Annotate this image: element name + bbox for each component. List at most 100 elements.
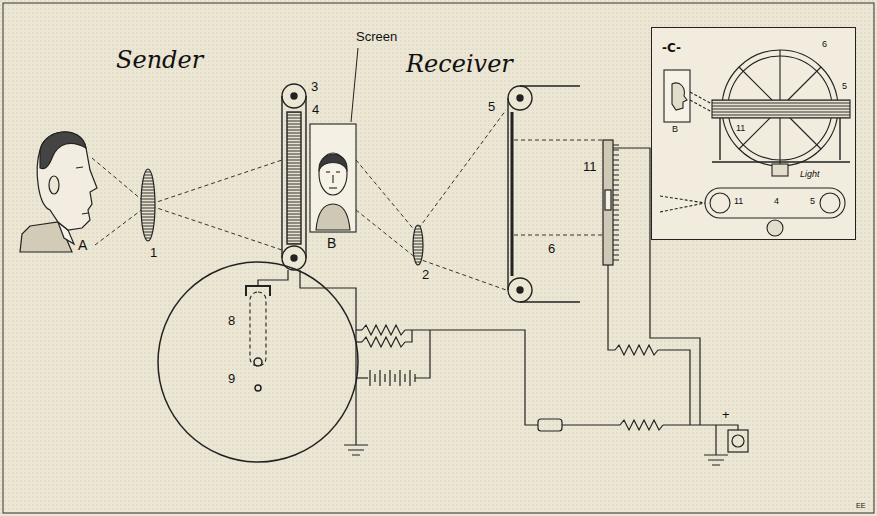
subject-face: [20, 132, 97, 252]
ground-symbol: [704, 455, 728, 465]
wire: [608, 265, 615, 350]
wire: [300, 270, 356, 445]
ray: [514, 140, 603, 141]
pulley: [282, 84, 306, 108]
resistor-symbol: [362, 325, 405, 335]
head: [37, 132, 97, 230]
receiver-belt: [508, 86, 580, 302]
callout-number: 11: [736, 124, 745, 133]
ray: [92, 158, 282, 250]
hair: [319, 154, 347, 170]
lamp-housing: [728, 430, 748, 452]
callout-number: 8: [228, 314, 235, 327]
callout-number: 9: [228, 372, 235, 385]
belt-side: [281, 96, 282, 258]
lens: [413, 225, 423, 265]
wire: [715, 425, 716, 455]
belt-run: [520, 301, 580, 302]
light-rays: [514, 140, 603, 235]
figure-letter: A: [78, 238, 87, 252]
wire: [356, 377, 368, 378]
wire: [356, 341, 362, 342]
light-rays: [92, 158, 282, 250]
pulley-axle: [291, 255, 297, 261]
callout-number: 2: [422, 268, 429, 281]
small-screen: [664, 70, 690, 122]
drive-box: [772, 164, 788, 176]
part-name: Screen: [356, 30, 397, 43]
wire: [258, 270, 288, 286]
callout-number: 3: [311, 80, 318, 93]
hair: [40, 132, 86, 169]
commutator-disc: [158, 262, 358, 462]
lamp-bar: [603, 140, 619, 265]
disc-arm: [250, 292, 266, 366]
polarity-sign: +: [722, 408, 730, 421]
contact-brush: [246, 286, 270, 296]
figure-letter: B: [672, 125, 678, 134]
belt-side: [507, 98, 508, 290]
callout-number: 11: [583, 160, 597, 173]
ray: [95, 160, 282, 245]
resistor-symbol: [615, 345, 658, 355]
ray: [514, 235, 603, 236]
mouth: [329, 187, 337, 188]
pulley-axle: [517, 287, 523, 293]
lamp-window: [605, 190, 611, 210]
lower-belt: [705, 188, 845, 218]
figure-letter: B: [327, 236, 336, 250]
screen-image: [310, 124, 356, 232]
callout-number: 5: [842, 82, 847, 91]
sender-belt: [282, 84, 306, 270]
ground-symbol: [344, 445, 368, 455]
inset-ground: [651, 27, 856, 240]
small-face: [672, 83, 687, 110]
pulley: [508, 86, 532, 110]
eye: [326, 171, 330, 172]
screen: [310, 124, 356, 232]
lamp-symbol: [732, 435, 744, 447]
light-rays: [356, 110, 506, 290]
cell-band: [712, 100, 850, 118]
wire: [405, 330, 538, 425]
pulley-axle: [291, 93, 297, 99]
ray: [660, 196, 705, 212]
film-strip: [511, 112, 514, 276]
battery-symbol: [370, 370, 415, 386]
disc: [158, 262, 358, 462]
wire: [405, 330, 412, 342]
lens: [141, 169, 155, 241]
pulley: [508, 278, 532, 302]
wire: [663, 425, 738, 430]
lamp-comb: [613, 145, 619, 260]
signature: EE: [856, 502, 865, 509]
pulley-axle: [517, 95, 523, 101]
lamp-bar-body: [603, 140, 613, 265]
callout-number: 4: [774, 197, 779, 206]
callout-number: 1: [150, 246, 157, 259]
ear: [49, 176, 59, 194]
hub: [254, 358, 262, 366]
callout-number: 5: [488, 100, 495, 113]
nose: [332, 175, 333, 183]
ray: [356, 110, 506, 232]
panel-heading: -C-: [662, 41, 681, 55]
callout-number: 4: [312, 103, 319, 116]
section-title: Sender: [116, 48, 203, 72]
eye: [76, 167, 83, 168]
hub: [255, 385, 261, 391]
resistor-symbol: [620, 420, 663, 430]
resistor-symbol: [362, 337, 405, 347]
ray: [690, 92, 712, 112]
frame: [3, 3, 874, 513]
callout-number: 5: [810, 197, 815, 206]
pulley: [710, 193, 730, 213]
ray: [356, 210, 506, 290]
callout-number: 11: [734, 197, 743, 206]
eye: [336, 171, 340, 172]
